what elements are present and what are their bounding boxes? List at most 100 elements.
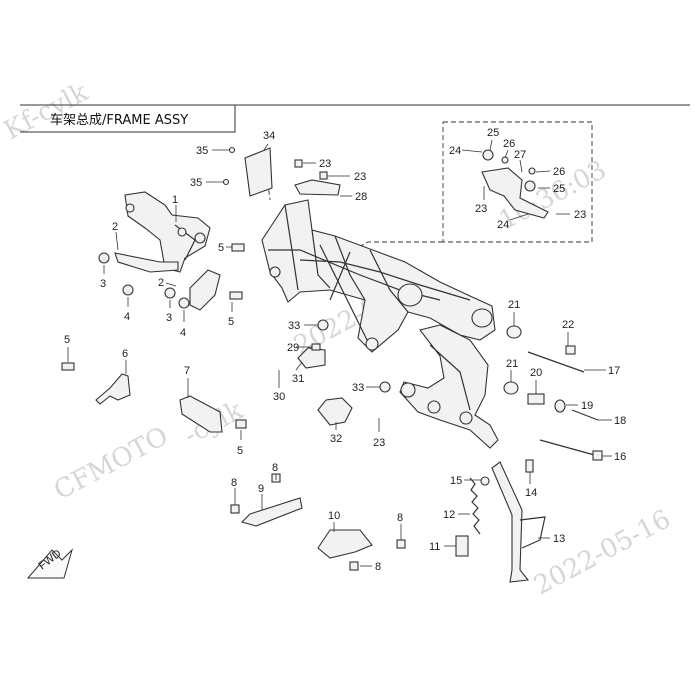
bushing-21b [503, 381, 519, 395]
watermark-6: 2022-05-16 [529, 504, 675, 601]
callout-23d: 23 [475, 203, 487, 215]
bolt-set-5 [61, 243, 247, 429]
callout-25a: 25 [487, 127, 499, 139]
nut-23-top2 [319, 171, 328, 180]
detail-leader [329, 241, 443, 263]
callout-layer: 1 2 2 3 3 4 4 5 5 5 5 6 7 8 8 8 8 9 [64, 127, 626, 573]
spring-12 [469, 477, 481, 535]
bolt-16 [539, 439, 599, 457]
callout-24a: 24 [449, 145, 461, 157]
callout-8c: 8 [397, 512, 403, 524]
grommet-25a [482, 149, 494, 161]
callout-23a: 23 [319, 158, 331, 170]
callout-35b: 35 [190, 177, 202, 189]
bushing-21a [506, 325, 522, 339]
callout-21a: 21 [508, 299, 520, 311]
side-stand-13 [491, 461, 530, 583]
bracket-assembly-1 [114, 191, 211, 273]
bolt-29 [311, 343, 321, 351]
callout-1: 1 [172, 194, 178, 206]
callout-8d: 8 [375, 561, 381, 573]
callout-33b: 33 [352, 382, 364, 394]
callout-16: 16 [614, 451, 626, 463]
callout-32: 32 [330, 433, 342, 445]
callout-10: 10 [328, 510, 340, 522]
callout-33a: 33 [288, 320, 300, 332]
watermark-1: CFMOTO [49, 421, 173, 506]
bracket-27 [481, 167, 549, 219]
callout-17: 17 [608, 365, 620, 377]
grommet-25b [524, 180, 536, 192]
bolt-8a [230, 504, 240, 514]
callout-26b: 26 [553, 166, 565, 178]
bolt-8d [349, 561, 359, 571]
callout-29: 29 [287, 342, 299, 354]
spacer-20 [527, 393, 545, 405]
callout-24b: 24 [497, 219, 509, 231]
callout-18: 18 [614, 415, 626, 427]
callout-5b: 5 [228, 316, 234, 328]
callout-19: 19 [581, 400, 593, 412]
main-frame [261, 199, 499, 449]
callout-4b: 4 [180, 327, 186, 339]
callout-4a: 4 [124, 311, 130, 323]
side-stand-kick [519, 516, 546, 549]
screw-35b [222, 178, 230, 186]
callout-21b: 21 [506, 358, 518, 370]
bracket-10 [317, 529, 373, 559]
grommet-4b [178, 297, 190, 309]
bolt-16-head [592, 450, 603, 461]
callout-23c: 23 [373, 437, 385, 449]
link-plate-2 [189, 269, 221, 311]
callout-26a: 26 [503, 138, 515, 150]
callout-25b: 25 [553, 183, 565, 195]
grommet-3a [98, 252, 110, 264]
callout-27: 27 [514, 149, 526, 161]
bolt-8c [396, 539, 406, 549]
nut-23-top [294, 159, 303, 168]
grommet-3b [164, 287, 176, 299]
callout-8b: 8 [272, 462, 278, 474]
callout-11: 11 [429, 541, 440, 553]
clip-31 [297, 347, 326, 369]
bolt-14 [525, 459, 534, 473]
bracket-28 [294, 179, 341, 196]
nut-33b [379, 381, 391, 393]
callout-3b: 3 [166, 312, 172, 324]
plate-34 [244, 147, 273, 197]
plate-7 [179, 395, 223, 433]
callout-15: 15 [450, 475, 462, 487]
callout-23b: 23 [354, 171, 366, 183]
title-box [20, 104, 236, 133]
callout-7: 7 [184, 365, 190, 377]
callout-13: 13 [553, 533, 565, 545]
bolt-18 [571, 409, 599, 421]
callout-8a: 8 [231, 477, 237, 489]
callout-31: 31 [292, 373, 304, 385]
callout-9: 9 [258, 483, 264, 495]
screw-35a [228, 146, 236, 154]
detail-box [442, 121, 593, 243]
grommet-4a [122, 284, 134, 296]
bolt-17 [527, 351, 585, 373]
callout-14: 14 [525, 487, 537, 499]
callout-5d: 5 [237, 445, 243, 457]
nut-33a [317, 319, 329, 331]
collar-26b [528, 167, 536, 175]
callout-2b: 2 [158, 277, 164, 289]
nut-22 [565, 345, 576, 355]
callout-30: 30 [273, 391, 285, 403]
callout-20: 20 [530, 367, 542, 379]
nut-15 [480, 476, 490, 486]
callout-6: 6 [122, 348, 128, 360]
bracket-32 [317, 397, 353, 426]
callout-3a: 3 [100, 278, 106, 290]
sleeve-11 [455, 535, 469, 557]
callout-5a: 5 [218, 242, 224, 254]
callout-5c: 5 [64, 334, 70, 346]
callout-35a: 35 [196, 145, 208, 157]
callout-28: 28 [355, 191, 367, 203]
page-title: 车架总成/FRAME ASSY [50, 112, 188, 128]
callout-34: 34 [263, 130, 275, 142]
